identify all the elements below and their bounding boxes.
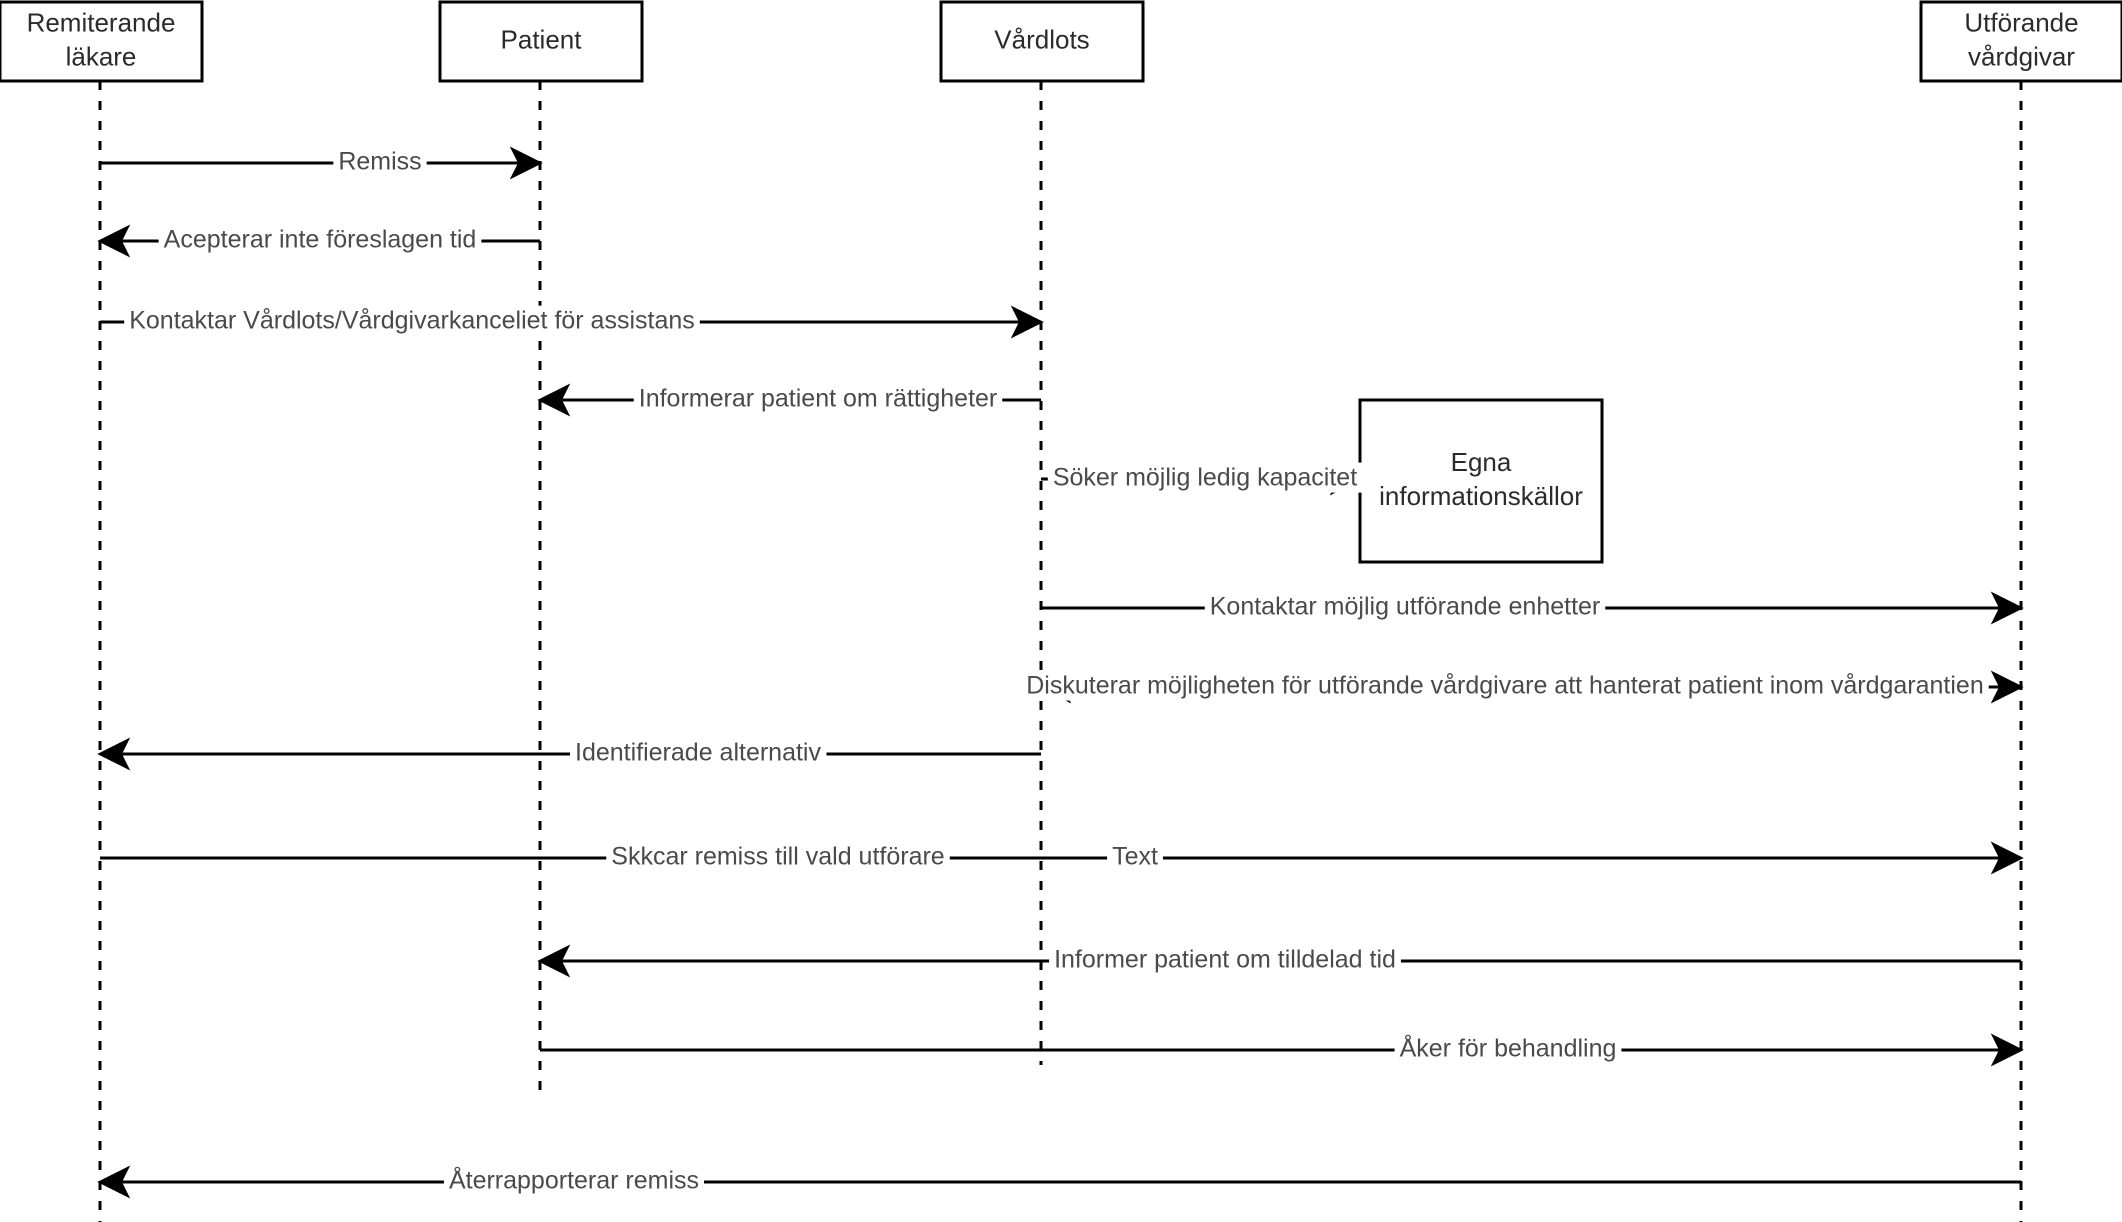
message-label-bg-soker-mojlig-ledig-kapacitet: [1047, 462, 1363, 493]
actor-patient[interactable]: Patient: [438, 0, 644, 83]
message-label-bg-text: [1107, 841, 1163, 872]
message-aterrapporterar-remiss[interactable]: Återrapporterar remiss: [443, 1163, 705, 1196]
message-informer-patient-om-tilldelad-tid[interactable]: Informer patient om tilldelad tid: [1049, 944, 1401, 975]
actor-box-rect-patient: [438, 0, 644, 83]
note-box-rect-egna-informationskallor: [1358, 398, 1604, 564]
message-label-identifierade-alternativ: Identifierade alternativ: [575, 739, 821, 767]
message-label-bg-identifierade-alternativ: [570, 737, 827, 768]
message-label-kontaktar-vardlots: Kontaktar Vårdlots/Vårdgivarkanceliet fö…: [129, 307, 695, 335]
message-label-bg-informer-patient-om-tilldelad-tid: [1049, 944, 1401, 975]
message-label-kontaktar-mojlig-utforande-enhetter: Kontaktar möjlig utförande enhetter: [1210, 593, 1601, 621]
message-label-aterrapporterar-remiss: Återrapporterar remiss: [449, 1165, 699, 1195]
message-label-aker-for-behandling: Åker för behandling: [1400, 1033, 1617, 1063]
message-label-bg-informerar-patient-om-rattigheter: [633, 383, 1003, 414]
message-label-bg-acepterar-inte-foreslagen-tid: [158, 224, 482, 255]
message-label-soker-mojlig-ledig-kapacitet: Söker möjlig ledig kapacitet: [1053, 464, 1357, 492]
message-label-remiss: Remiss: [338, 148, 421, 176]
message-label-diskuterar-mojligheten: Diskuterar möjligheten för utförande vår…: [1026, 672, 1983, 700]
actor-vardlots[interactable]: Vårdlots: [939, 0, 1145, 83]
message-label-bg-remiss: [333, 146, 427, 177]
message-diskuterar-mojligheten[interactable]: Diskuterar möjligheten för utförande vår…: [1021, 670, 1989, 701]
message-identifierade-alternativ[interactable]: Identifierade alternativ: [570, 737, 827, 768]
message-label-bg-kontaktar-vardlots: [124, 305, 700, 336]
message-label-skkcar-remiss-till-vald-utforare: Skkcar remiss till vald utförare: [611, 843, 944, 871]
message-label-bg-skkcar-remiss-till-vald-utforare: [606, 841, 950, 872]
actor-box-rect-remiterande: [0, 0, 204, 83]
message-kontaktar-mojlig-utforande-enhetter[interactable]: Kontaktar möjlig utförande enhetter: [1204, 591, 1606, 622]
message-soker-mojlig-ledig-kapacitet[interactable]: Söker möjlig ledig kapacitet: [1047, 462, 1363, 493]
message-label-bg-diskuterar-mojligheten: [1021, 670, 1989, 701]
message-label-bg-aker-for-behandling: [1394, 1031, 1622, 1064]
message-label-informer-patient-om-tilldelad-tid: Informer patient om tilldelad tid: [1054, 946, 1396, 974]
message-label-bg-kontaktar-mojlig-utforande-enhetter: [1204, 591, 1606, 622]
message-kontaktar-vardlots[interactable]: Kontaktar Vårdlots/Vårdgivarkanceliet fö…: [124, 305, 700, 336]
message-skkcar-remiss-till-vald-utforare[interactable]: Skkcar remiss till vald utförare: [606, 841, 950, 872]
actor-box-rect-utforande: [1919, 0, 2122, 83]
message-label-informerar-patient-om-rattigheter: Informerar patient om rättigheter: [639, 385, 998, 413]
message-label-bg-aterrapporterar-remiss: [443, 1163, 705, 1196]
actor-box-rect-vardlots: [939, 0, 1145, 83]
message-text[interactable]: Text: [1107, 841, 1163, 872]
actor-label-vardlots: Vårdlots: [994, 24, 1089, 54]
message-label-text: Text: [1112, 843, 1158, 871]
message-informerar-patient-om-rattigheter[interactable]: Informerar patient om rättigheter: [633, 383, 1003, 414]
message-label-acepterar-inte-foreslagen-tid: Acepterar inte föreslagen tid: [164, 226, 477, 254]
message-aker-for-behandling[interactable]: Åker för behandling: [1394, 1031, 1622, 1064]
message-remiss[interactable]: Remiss: [333, 146, 427, 177]
actor-label-patient: Patient: [501, 24, 583, 54]
message-acepterar-inte-foreslagen-tid[interactable]: Acepterar inte föreslagen tid: [158, 224, 482, 255]
lifelines-layer: [98, 81, 2023, 1222]
